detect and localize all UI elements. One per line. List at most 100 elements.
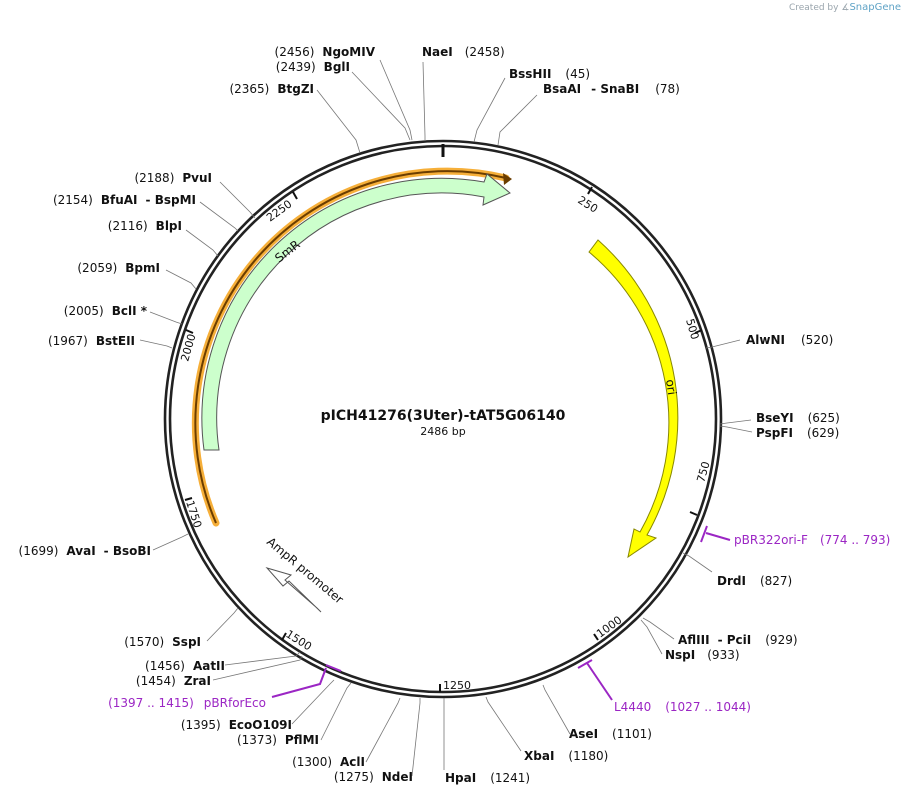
enzyme-pos: (933) xyxy=(707,648,739,662)
enzyme-pos: (929) xyxy=(765,633,797,647)
enzyme-pos: (1967) xyxy=(48,334,88,348)
enzyme-name: NgoMIV xyxy=(322,45,375,59)
enzyme-pos: (1300) xyxy=(292,755,332,769)
enzyme-name: BtgZI xyxy=(277,82,314,96)
enzyme-site: (1300) AclI xyxy=(292,755,365,769)
plasmid-length: 2486 bp xyxy=(420,425,465,438)
enzyme-pos: (520) xyxy=(801,333,833,347)
enzyme-name-alt: BspMI xyxy=(155,193,196,207)
tick-label: 250 xyxy=(575,194,600,216)
enzyme-site: (1275) NdeI xyxy=(334,770,413,784)
enzyme-pos: (827) xyxy=(760,574,792,588)
enzyme-site: (2188)PvuI xyxy=(134,171,212,185)
enzyme-name: BlpI xyxy=(156,219,182,233)
primer-range: (774 .. 793) xyxy=(820,533,890,547)
enzyme-pos: (629) xyxy=(807,426,839,440)
primer-marks xyxy=(271,525,731,701)
enzyme-pos: (2188) xyxy=(134,171,174,185)
enzyme-pos: (2365) xyxy=(229,82,269,96)
enzyme-name-alt: PciI xyxy=(727,633,752,647)
enzyme-pos: (2456) xyxy=(275,45,315,59)
enzyme-pos: (78) xyxy=(655,82,680,96)
enzyme-site: (1570) SspI xyxy=(124,635,201,649)
credit-prefix: Created by xyxy=(788,3,839,13)
enzyme-name-alt: BsoBI xyxy=(113,544,151,558)
enzyme-site: (2456) NgoMIV xyxy=(275,45,376,59)
enzyme-pos: (1456) xyxy=(145,659,185,673)
primer-labels: pBR322ori-F (774 .. 793) L4440(1027 .. 10… xyxy=(108,533,890,714)
enzyme-name: NdeI xyxy=(382,770,413,784)
enzyme-pos: (1395) xyxy=(181,718,221,732)
enzyme-name: AseI xyxy=(569,727,598,741)
primer-range: (1027 .. 1044) xyxy=(665,700,751,714)
enzyme-site: BseYI(625) xyxy=(756,411,840,425)
primer-name: pBR322ori-F xyxy=(734,533,808,547)
enzyme-name: DrdI xyxy=(717,574,746,588)
enzyme-site: (1699)AvaI- BsoBI xyxy=(19,544,151,558)
enzyme-pos: (1180) xyxy=(568,749,608,763)
enzyme-pos: (1570) xyxy=(124,635,164,649)
enzyme-name: AclI xyxy=(340,755,365,769)
enzyme-site: AseI (1101) xyxy=(569,727,652,741)
enzyme-pos: (2458) xyxy=(465,45,505,59)
enzyme-name: BssHII xyxy=(509,67,551,81)
enzyme-site: BssHII(45) xyxy=(509,67,590,81)
ori-feature-label: ori xyxy=(663,378,679,395)
enzyme-name: AflIII xyxy=(678,633,710,647)
enzyme-name: BstEII xyxy=(96,334,135,348)
enzyme-site: (2365) BtgZI xyxy=(229,82,314,96)
enzyme-name-alt: SnaBI xyxy=(600,82,639,96)
enzyme-site: (1967) BstEII xyxy=(48,334,135,348)
enzyme-pos: (1275) xyxy=(334,770,374,784)
enzyme-pos: (2116) xyxy=(108,219,148,233)
enzyme-pos: (1373) xyxy=(237,733,277,747)
credit-brand: SnapGene xyxy=(849,2,901,13)
enzyme-name: XbaI xyxy=(524,749,554,763)
enzyme-site: (1395)EcoO109I xyxy=(181,718,292,732)
enzyme-site: NaeI (2458) xyxy=(422,45,505,59)
enzyme-name: HpaI xyxy=(445,771,476,785)
primer-range: (1397 .. 1415) xyxy=(108,696,194,710)
primer-label: pBR322ori-F (774 .. 793) xyxy=(734,533,890,547)
enzyme-pos: (2439) xyxy=(276,60,316,74)
enzyme-name: ZraI xyxy=(184,674,211,688)
ori-feature-arrow xyxy=(588,239,679,559)
enzyme-name: PflMI xyxy=(285,733,319,747)
primer-label: L4440(1027 .. 1044) xyxy=(614,700,751,714)
enzyme-name: BclI * xyxy=(112,304,148,318)
enzyme-name: NaeI xyxy=(422,45,453,59)
enzyme-site: XbaI (1180) xyxy=(524,749,608,763)
enzyme-site: (2116) BlpI xyxy=(108,219,182,233)
enzyme-name: AatII xyxy=(193,659,225,673)
highlight-region-core xyxy=(194,170,507,524)
enzyme-pos: (1241) xyxy=(490,771,530,785)
enzyme-pos: (1454) xyxy=(136,674,176,688)
enzyme-site: AlwNI (520) xyxy=(746,333,833,347)
enzyme-site: (1373) PflMI xyxy=(237,733,319,747)
enzyme-site: (1454) ZraI xyxy=(136,674,211,688)
enzyme-labels: (2456) NgoMIV (2439) BglI (2365) BtgZI NaeI… xyxy=(19,45,840,785)
enzyme-site: (2005) BclI * xyxy=(64,304,148,318)
enzyme-name: BfuAI xyxy=(101,193,138,207)
enzyme-name: SspI xyxy=(172,635,201,649)
enzyme-name: AvaI xyxy=(66,544,95,558)
enzyme-name: AlwNI xyxy=(746,333,785,347)
plasmid-name: pICH41276(3Uter)-tAT5G06140 xyxy=(321,408,566,424)
enzyme-name: BseYI xyxy=(756,411,794,425)
tick-marks xyxy=(184,186,703,692)
enzyme-pos: (1101) xyxy=(612,727,652,741)
enzyme-pos: (1699) xyxy=(19,544,59,558)
enzyme-pos: (2005) xyxy=(64,304,104,318)
enzyme-name: BpmI xyxy=(125,261,160,275)
enzyme-site: BsaAI- SnaBI(78) xyxy=(543,82,680,96)
credit: Created by ∡SnapGene xyxy=(789,2,901,13)
snapgene-icon: ∡ xyxy=(841,3,850,13)
primer-label: (1397 .. 1415)pBRforEco xyxy=(108,696,266,710)
enzyme-site: (2154)BfuAI- BspMI xyxy=(53,193,196,207)
highlight-region xyxy=(191,167,510,527)
enzyme-site: AflIII- PciI(929) xyxy=(678,633,798,647)
enzyme-name: BglI xyxy=(324,60,350,74)
enzyme-pos: (2059) xyxy=(77,261,117,275)
enzyme-name: BsaAI xyxy=(543,82,581,96)
